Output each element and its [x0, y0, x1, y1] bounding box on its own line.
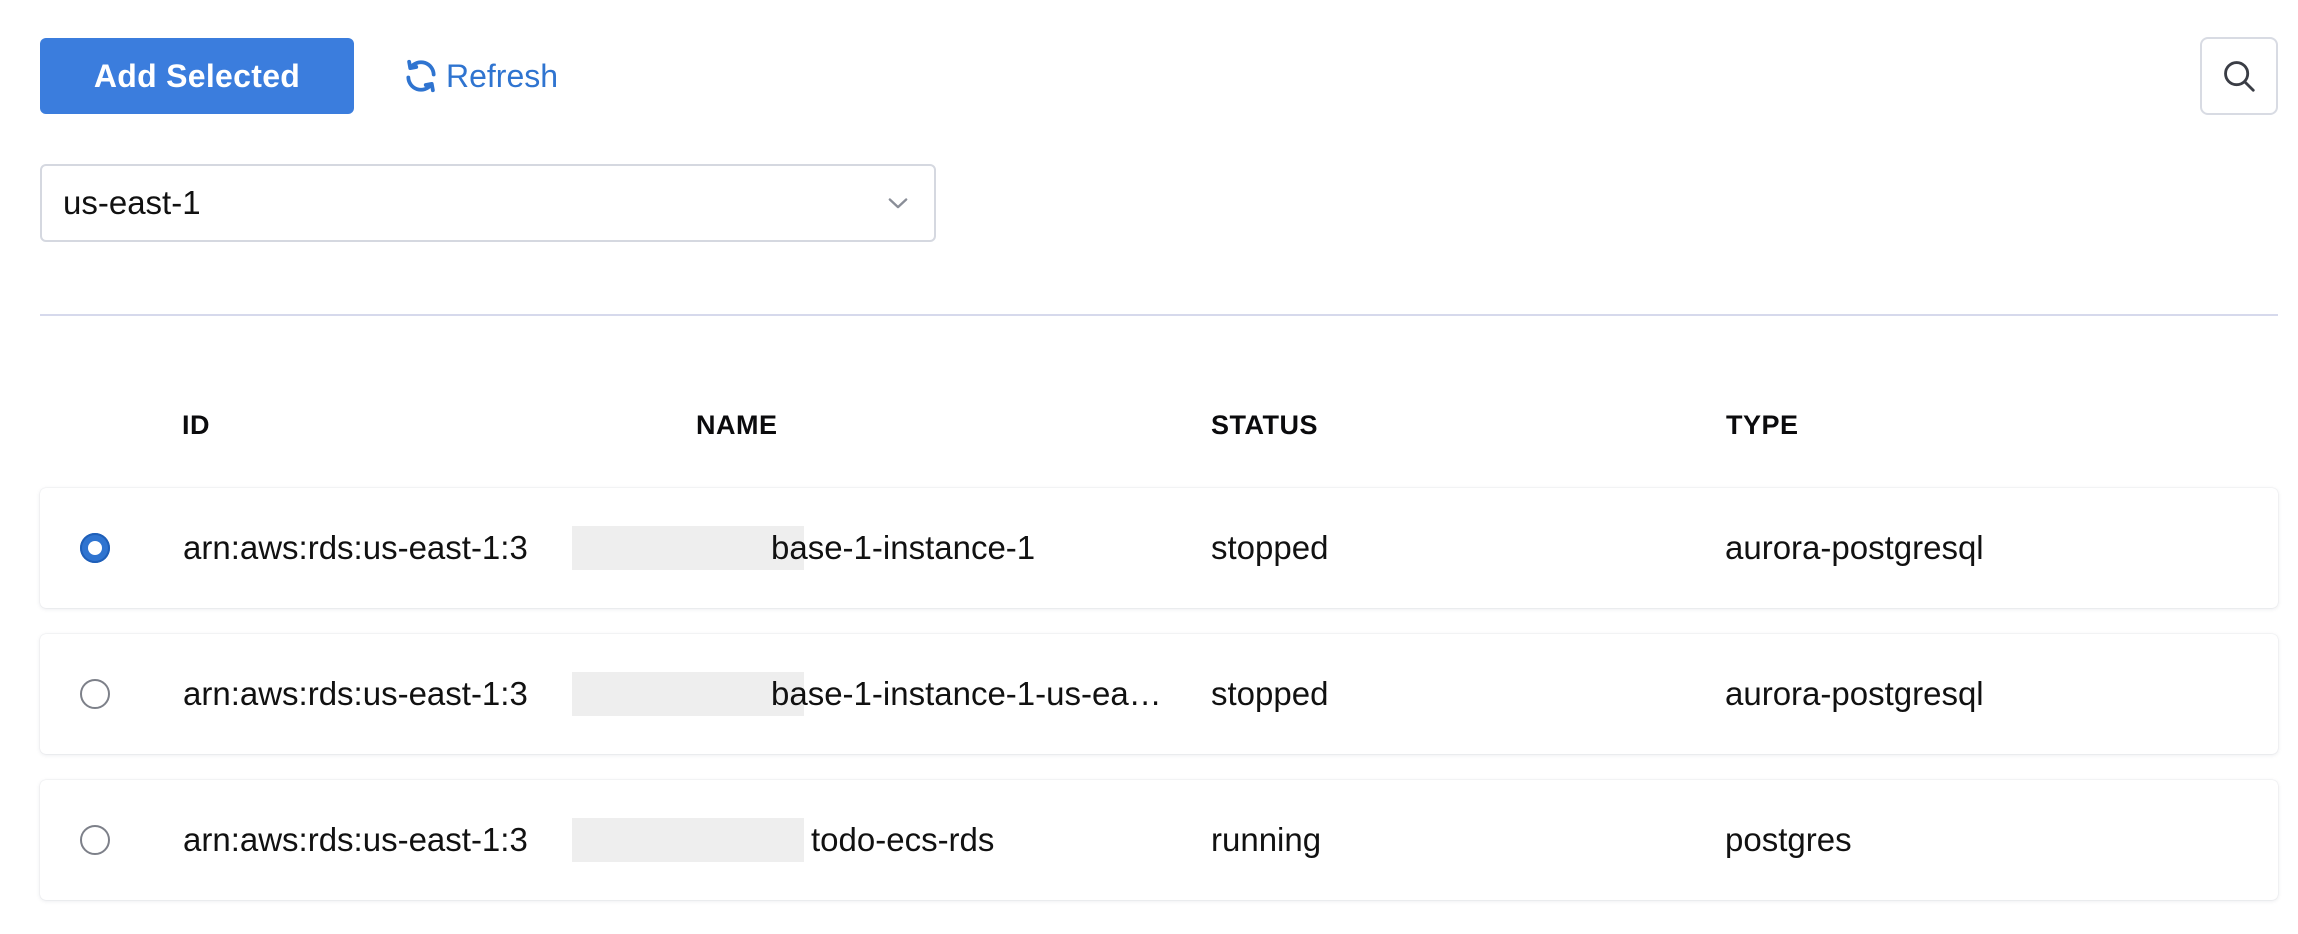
table-row[interactable]: arn:aws:rds:us-east-1:3 todo-ecs-rds run… [40, 780, 2278, 900]
row-id: arn:aws:rds:us-east-1:3 [183, 780, 528, 900]
redacted-block [572, 672, 804, 716]
region-select-value: us-east-1 [63, 184, 201, 222]
column-header-id: ID [182, 410, 210, 441]
add-selected-button[interactable]: Add Selected [40, 38, 354, 114]
row-radio[interactable] [80, 679, 110, 709]
table-row[interactable]: arn:aws:rds:us-east-1:3 base-1-instance-… [40, 634, 2278, 754]
row-radio[interactable] [80, 533, 110, 563]
refresh-label: Refresh [446, 58, 558, 95]
refresh-button[interactable]: Refresh [402, 57, 558, 95]
row-status: running [1211, 780, 1321, 900]
row-type: aurora-postgresql [1725, 634, 1984, 754]
row-name: base-1-instance-1 [771, 488, 1035, 608]
column-header-type: TYPE [1726, 410, 1799, 441]
row-id: arn:aws:rds:us-east-1:3 [183, 634, 528, 754]
divider [40, 314, 2278, 316]
row-status: stopped [1211, 634, 1328, 754]
row-name: base-1-instance-1-us-ea… [771, 634, 1201, 754]
row-type: aurora-postgresql [1725, 488, 1984, 608]
chevron-down-icon [884, 189, 912, 217]
toolbar: Add Selected Refresh [40, 38, 558, 114]
row-id: arn:aws:rds:us-east-1:3 [183, 488, 528, 608]
redacted-block [572, 526, 804, 570]
column-header-name: NAME [696, 410, 778, 441]
row-type: postgres [1725, 780, 1852, 900]
search-button[interactable] [2200, 37, 2278, 115]
table-header: ID NAME STATUS TYPE [40, 410, 2278, 450]
row-radio[interactable] [80, 825, 110, 855]
row-name: todo-ecs-rds [811, 780, 994, 900]
column-header-status: STATUS [1211, 410, 1318, 441]
search-icon [2220, 57, 2258, 95]
redacted-block [572, 818, 804, 862]
row-status: stopped [1211, 488, 1328, 608]
table-row[interactable]: arn:aws:rds:us-east-1:3 base-1-instance-… [40, 488, 2278, 608]
region-select[interactable]: us-east-1 [40, 164, 936, 242]
refresh-icon [402, 57, 440, 95]
